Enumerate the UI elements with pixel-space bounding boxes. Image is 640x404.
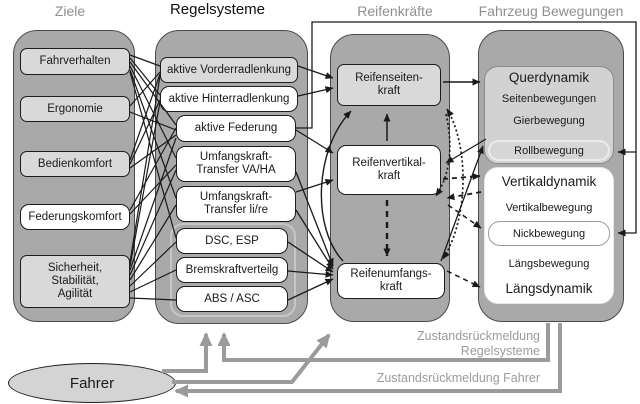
label-gierbewegung: Gierbewegung [513,115,585,127]
node-federung: aktive Federung [176,115,296,142]
node-federungskomfort: Federungskomfort [20,204,130,230]
node-sicherheit: Sicherheit,Stabilität,Agilität [20,255,130,308]
node-fahrer: Fahrer [8,363,176,403]
node-hinterradlenkung: aktive Hinterradlenkung [160,86,298,112]
label-zustand-regel-2: Regelsysteme [460,344,540,358]
node-bedienkomfort: Bedienkomfort [20,151,130,177]
node-dsc-esp: DSC, ESP [176,228,288,254]
label-laengsdynamik: Längsdynamik [505,281,593,296]
node-umfangskraft-lire: Umfangskraft-Transfer li/re [176,186,296,222]
node-abs-asc: ABS / ASC [176,286,288,312]
seitenkraft-line1: Reifenseiten- [355,72,423,84]
header-reifenkraefte: Reifenkräfte [357,3,433,19]
sicherheit-line2: Stabilität, [51,275,99,287]
label-zustand-regel-1: Zustandsrückmeldung [417,329,540,343]
node-vorderradlenkung: aktive Vorderradlenkung [160,57,298,83]
header-fahrzeug-bewegungen: Fahrzeug Bewegungen [478,3,624,19]
node-reifenumfangskraft: Reifenumfangs-kraft [337,263,445,299]
node-reifenvertikalkraft: Reifenvertikal-kraft [337,145,441,195]
header-ziele: Ziele [54,3,86,19]
label-seitenbewegungen: Seitenbewegungen [501,93,597,105]
node-umfangskraft-vaha: Umfangskraft-Transfer VA/HA [176,146,296,182]
umfangskraft-line1: Reifenumfangs- [350,268,432,280]
uk-lire-line1: Umfangskraft- [199,191,273,203]
vertikalkraft-line2: kraft [377,170,401,182]
uk-vaha-line2: Transfer VA/HA [196,164,276,176]
label-vertikalbewegung: Vertikalbewegung [505,202,593,214]
label-laengsbewegung: Längsbewegung [508,258,590,270]
sicherheit-line1: Sicherheit, [47,262,103,274]
label-querdynamik: Querdynamik [508,70,590,85]
node-ergonomie: Ergonomie [20,96,130,122]
label-vertikaldynamik: Vertikaldynamik [501,174,597,189]
seitenkraft-line2: kraft [377,85,401,97]
header-regelsysteme: Regelsysteme [169,1,266,18]
node-rollbewegung: Rollbewegung [488,140,610,161]
node-reifenseitenkraft: Reifenseiten-kraft [337,64,441,106]
sicherheit-line3: Agilität [57,288,93,300]
uk-vaha-line1: Umfangskraft- [199,151,273,163]
node-nickbewegung: Nickbewegung [488,221,610,246]
label-zustand-fahrer: Zustandsrückmeldung Fahrer [376,371,540,385]
vertikalkraft-line1: Reifenvertikal- [352,157,426,169]
node-fahrverhalten: Fahrverhalten [20,48,130,75]
route-fahrer-regelsysteme [162,332,213,373]
umfangskraft-line2: kraft [379,281,403,293]
node-bremskraftverteilg: Bremskraftverteilg [176,257,288,283]
uk-lire-line2: Transfer li/re [203,204,269,216]
